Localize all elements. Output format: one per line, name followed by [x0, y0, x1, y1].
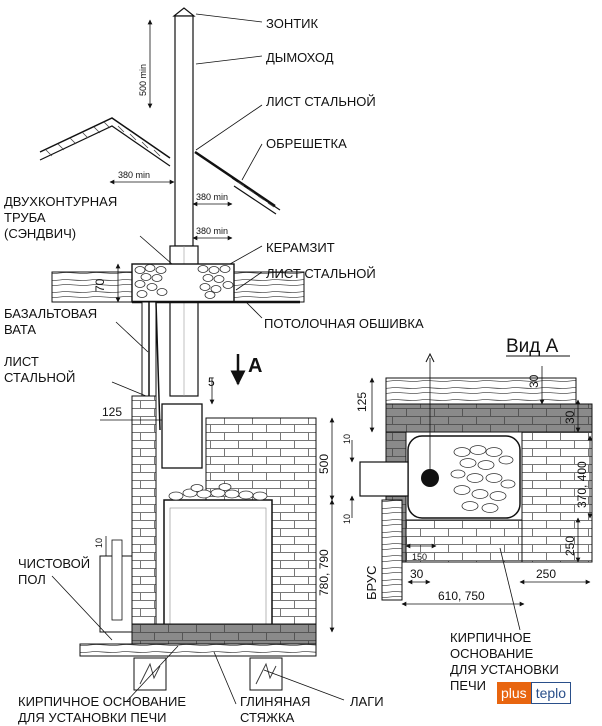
dim-a-250-bottom: 250	[536, 567, 556, 581]
dim-a-610-750: 610, 750	[438, 589, 485, 603]
view-a-brus	[381, 499, 403, 601]
dim-a-10-b: 10	[342, 514, 352, 524]
plus-teplo-logo[interactable]: plus teplo	[497, 682, 572, 704]
dim-780-790: 780, 790	[317, 549, 331, 596]
label-sandwich-2: ТРУБА	[4, 210, 46, 225]
dim-a-370-400: 370, 400	[575, 461, 589, 508]
label-sandwich-3: (СЭНДВИЧ)	[4, 226, 76, 241]
dim-a-125: 125	[355, 392, 369, 412]
dim-a-30-bottom: 30	[410, 567, 424, 581]
label-ceiling-lining: ПОТОЛОЧНАЯ ОБШИВКА	[264, 316, 424, 331]
arrow-a-label: A	[248, 355, 262, 377]
ceiling-box	[131, 263, 300, 304]
label-steel-sheet-roof: ЛИСТ СТАЛЬНОЙ	[266, 94, 376, 109]
label-sandwich-1: ДВУХКОНТУРНАЯ	[4, 194, 117, 209]
roof-left	[39, 117, 171, 167]
dim-a-150: 150	[412, 552, 427, 562]
label-steel-sheet-wall-2: СТАЛЬНОЙ	[4, 370, 75, 385]
dim-380min-b: 380 min	[196, 192, 228, 202]
dim-5: 5	[208, 375, 215, 389]
label-side-base-3: ДЛЯ УСТАНОВКИ	[450, 662, 559, 677]
label-keramzit: КЕРАМЗИТ	[266, 240, 335, 255]
label-finish-floor-2: ПОЛ	[18, 572, 46, 587]
dim-a-30-right: 30	[563, 410, 577, 424]
label-side-base-2: ОСНОВАНИЕ	[450, 646, 534, 661]
label-brick-base-1: КИРПИЧНОЕ ОСНОВАНИЕ	[18, 694, 186, 709]
label-side-base-4: ПЕЧИ	[450, 678, 486, 693]
dim-a-10-a: 10	[342, 434, 352, 444]
dim-500min: 500 min	[138, 64, 148, 96]
label-steel-sheet-wall-1: ЛИСТ	[4, 354, 39, 369]
dimension-lines-view-a	[349, 366, 593, 631]
basalt-wool	[141, 301, 161, 431]
view-a-brick-bottom	[405, 519, 523, 563]
dim-380min-c: 380 min	[196, 226, 228, 236]
label-brus: БРУС	[364, 565, 379, 600]
leader-lines-main	[51, 13, 345, 705]
label-obreshetka: ОБРЕШЕТКА	[266, 136, 347, 151]
joists	[133, 657, 283, 691]
view-a-beam-top	[385, 377, 577, 405]
wall-left-brick	[131, 395, 157, 633]
finishing-floor	[99, 539, 133, 633]
logo-part-teplo: teplo	[530, 682, 572, 704]
label-clay-screed-1: ГЛИНЯНАЯ	[240, 694, 310, 709]
label-basalt-2: ВАТА	[4, 322, 36, 337]
dim-500: 500	[317, 454, 331, 474]
dim-10-left: 10	[94, 538, 104, 548]
dim-380min-a: 380 min	[118, 170, 150, 180]
label-basalt-1: БАЗАЛЬТОВАЯ	[4, 306, 97, 321]
label-steel-sheet-ceiling: ЛИСТ СТАЛЬНОЙ	[266, 266, 376, 281]
dimension-lines-main	[100, 19, 335, 633]
label-dymokhod: ДЫМОХОД	[266, 50, 334, 65]
logo-part-plus: plus	[497, 682, 531, 704]
view-a-brick-top	[385, 403, 593, 433]
chimney-pipe	[169, 7, 199, 397]
dim-a-30-top: 30	[527, 374, 541, 388]
label-side-base-1: КИРПИЧНОЕ	[450, 630, 531, 645]
label-brick-base-2: ДЛЯ УСТАНОВКИ ПЕЧИ	[18, 710, 166, 725]
dim-a-250-right: 250	[563, 536, 577, 556]
view-a-stove	[359, 352, 521, 519]
brick-base	[131, 623, 317, 645]
clay-screed	[79, 643, 317, 657]
label-joists: ЛАГИ	[350, 694, 384, 709]
label-zontik: ЗОНТИК	[266, 16, 318, 31]
view-arrow-a: A	[230, 354, 262, 386]
dim-125: 125	[102, 405, 122, 419]
label-clay-screed-2: СТЯЖКА	[240, 710, 295, 725]
ceiling-beam-right	[233, 271, 305, 303]
stove	[161, 403, 273, 633]
dim-70: 70	[93, 278, 107, 292]
roof-right	[194, 150, 281, 215]
view-a-title: Вид А	[506, 336, 559, 357]
ceiling-beam-left	[51, 271, 133, 303]
label-finish-floor-1: ЧИСТОВОЙ	[18, 556, 90, 571]
